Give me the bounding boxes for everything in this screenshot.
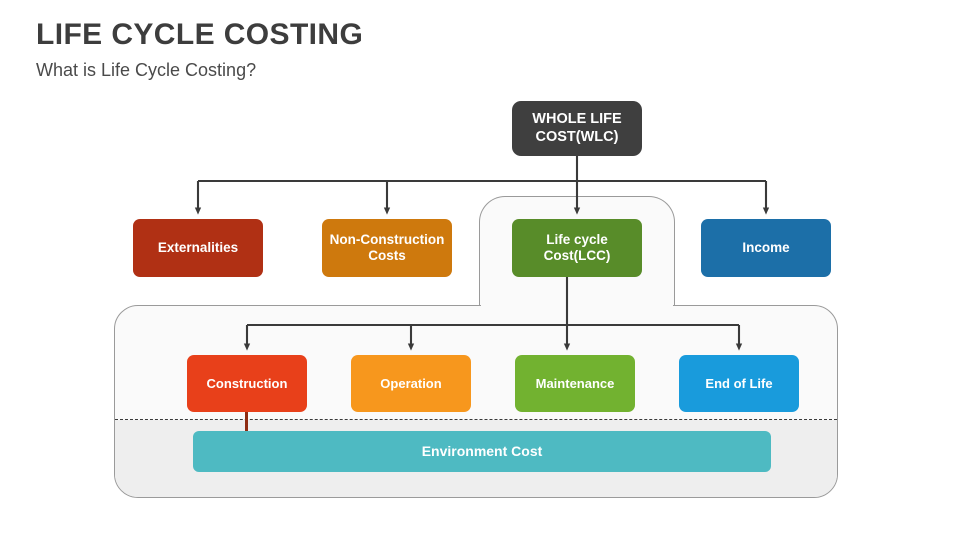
node-maintenance[interactable]: Maintenance bbox=[515, 355, 635, 412]
dashed-divider bbox=[115, 419, 837, 420]
node-environment-cost[interactable]: Environment Cost bbox=[193, 431, 771, 472]
construction-to-environment-link bbox=[245, 410, 248, 438]
node-end-of-life[interactable]: End of Life bbox=[679, 355, 799, 412]
node-externalities[interactable]: Externalities bbox=[133, 219, 263, 277]
node-income[interactable]: Income bbox=[701, 219, 831, 277]
node-whole-life-cost[interactable]: WHOLE LIFE COST(WLC) bbox=[512, 101, 642, 156]
node-life-cycle-cost[interactable]: Life cycle Cost(LCC) bbox=[512, 219, 642, 277]
page-subtitle: What is Life Cycle Costing? bbox=[36, 60, 257, 80]
node-non-construction-costs[interactable]: Non-Construction Costs bbox=[322, 219, 452, 277]
node-construction[interactable]: Construction bbox=[187, 355, 307, 412]
node-operation[interactable]: Operation bbox=[351, 355, 471, 412]
container-junction-notch bbox=[481, 303, 673, 308]
page-title: LIFE CYCLE COSTING bbox=[36, 18, 364, 51]
